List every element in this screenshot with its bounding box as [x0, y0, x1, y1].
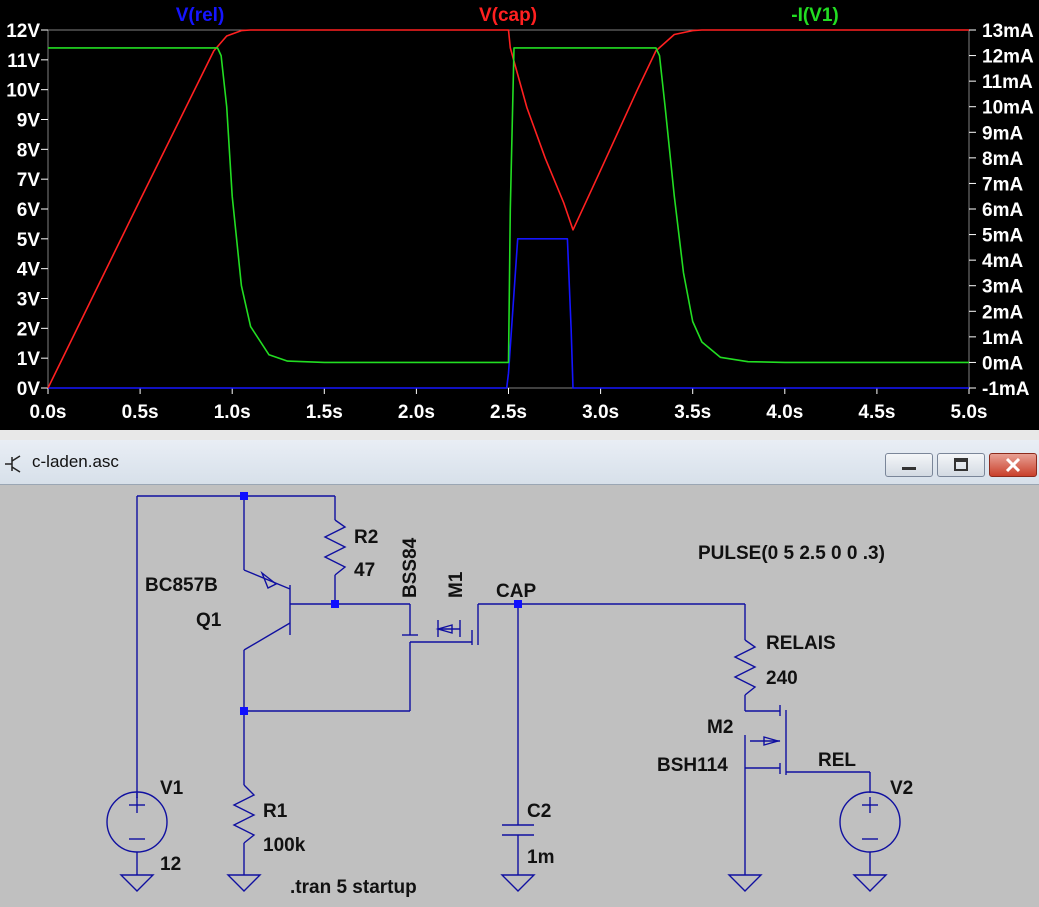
right-axis-tick-label: -1mA — [982, 379, 1030, 400]
left-axis-tick-label: 1V — [17, 349, 41, 370]
r1-value-label[interactable]: 100k — [263, 835, 306, 856]
right-axis-tick-label: 7mA — [982, 174, 1023, 195]
trace-label-v-cap[interactable]: V(cap) — [479, 5, 537, 26]
right-axis-tick-label: 0mA — [982, 353, 1023, 374]
left-axis-tick-label: 5V — [17, 230, 41, 251]
pulse-spec-label[interactable]: PULSE(0 5 2.5 0 0 .3) — [698, 543, 885, 564]
restore-button[interactable] — [937, 453, 985, 477]
left-axis-tick-label: 12V — [6, 21, 40, 42]
left-axis-tick-label: 3V — [17, 290, 41, 311]
v1-value-label[interactable]: 12 — [160, 854, 182, 875]
right-axis-tick-label: 3mA — [982, 277, 1023, 298]
x-axis-tick-label: 3.0s — [582, 402, 619, 423]
right-axis-tick-label: 5mA — [982, 226, 1023, 247]
x-axis-tick-label: 0.5s — [122, 402, 159, 423]
left-axis-tick-label: 4V — [17, 260, 41, 281]
cap-net-label[interactable]: CAP — [496, 581, 537, 602]
m1-name-label[interactable]: M1 — [446, 571, 467, 598]
right-axis-tick-label: 8mA — [982, 149, 1023, 170]
x-axis-tick-label: 4.5s — [858, 402, 895, 423]
tran-directive[interactable]: .tran 5 startup — [290, 877, 417, 898]
close-button[interactable] — [989, 453, 1037, 477]
relais-name-label[interactable]: RELAIS — [766, 633, 836, 654]
series-line-2 — [48, 47, 969, 364]
left-axis-tick-label: 10V — [6, 81, 40, 102]
r2-name-label[interactable]: R2 — [354, 527, 379, 548]
series-line-0 — [48, 238, 969, 389]
left-axis-tick-label: 2V — [17, 319, 41, 340]
window-title: c-laden.asc — [32, 452, 119, 471]
left-axis-tick-label: 7V — [17, 170, 41, 191]
r2-resistor — [323, 519, 347, 576]
schematic-drawing[interactable] — [0, 485, 1039, 907]
m1-model-label[interactable]: BSS84 — [400, 537, 421, 598]
right-axis-tick-label: 11mA — [982, 72, 1033, 93]
trace-label-v-rel[interactable]: V(rel) — [176, 5, 225, 26]
right-axis-tick-label: 1mA — [982, 328, 1023, 349]
right-axis-tick-label: 6mA — [982, 200, 1023, 221]
x-axis-tick-label: 5.0s — [951, 402, 988, 423]
trace-label-i-v1[interactable]: -I(V1) — [791, 5, 839, 26]
x-axis-tick-label: 0.0s — [30, 402, 67, 423]
minimize-button[interactable] — [885, 453, 933, 477]
x-axis-tick-label: 1.5s — [306, 402, 343, 423]
restore-icon — [954, 458, 968, 471]
schematic-titlebar[interactable]: c-laden.asc — [0, 440, 1039, 485]
q1-name-label[interactable]: Q1 — [196, 610, 222, 631]
r2-value-label[interactable]: 47 — [354, 560, 376, 581]
right-axis-tick-label: 2mA — [982, 302, 1023, 323]
plot-axes: 0V 1V 2V 3V 4V 5V 6V 7V 8V 9V 10V 11V 12V -1mA 0mA 1mA 2… — [6, 21, 1034, 423]
plot-traces — [47, 29, 969, 389]
m2-model-label[interactable]: BSH114 — [657, 755, 728, 776]
series-line-1 — [47, 29, 969, 389]
v2-name-label[interactable]: V2 — [890, 778, 914, 799]
m2-name-label[interactable]: M2 — [707, 717, 734, 738]
r1-name-label[interactable]: R1 — [263, 801, 288, 822]
c2-value-label[interactable]: 1m — [527, 847, 555, 868]
right-axis-tick-label: 10mA — [982, 98, 1034, 119]
v1-name-label[interactable]: V1 — [160, 778, 184, 799]
rel-net-label[interactable]: REL — [818, 750, 856, 771]
schematic-canvas[interactable]: BC857B Q1 R2 47 BSS84 M1 CAP PULSE(0 5 2… — [0, 485, 1039, 907]
relais-value-label[interactable]: 240 — [766, 668, 798, 689]
x-axis-tick-label: 3.5s — [674, 402, 711, 423]
right-axis-tick-label: 13mA — [982, 21, 1034, 42]
r1-resistor — [232, 784, 256, 844]
right-axis-tick-label: 12mA — [982, 47, 1034, 68]
x-axis-tick-label: 4.0s — [766, 402, 803, 423]
x-axis-tick-label: 2.0s — [398, 402, 435, 423]
pane-separator[interactable] — [0, 430, 1039, 440]
c2-name-label[interactable]: C2 — [527, 801, 552, 822]
left-axis-tick-label: 8V — [17, 140, 41, 161]
minimize-icon — [902, 467, 916, 470]
schematic-icon — [5, 455, 21, 473]
x-axis-tick-label: 2.5s — [490, 402, 527, 423]
left-axis-tick-label: 6V — [17, 200, 41, 221]
close-icon — [1005, 457, 1021, 473]
left-axis-tick-label: 9V — [17, 111, 41, 132]
relais-resistor — [733, 639, 757, 696]
plot-svg[interactable]: 0V 1V 2V 3V 4V 5V 6V 7V 8V 9V 10V 11V 12V -1mA 0mA 1mA 2… — [0, 0, 1039, 430]
right-axis-tick-label: 4mA — [982, 251, 1023, 272]
left-axis-tick-label: 11V — [7, 51, 40, 72]
right-axis-tick-label: 9mA — [982, 123, 1023, 144]
q1-model-label[interactable]: BC857B — [145, 575, 218, 596]
left-axis-tick-label: 0V — [17, 379, 41, 400]
waveform-plot[interactable]: 0V 1V 2V 3V 4V 5V 6V 7V 8V 9V 10V 11V 12V -1mA 0mA 1mA 2… — [0, 0, 1039, 430]
x-axis-tick-label: 1.0s — [214, 402, 251, 423]
